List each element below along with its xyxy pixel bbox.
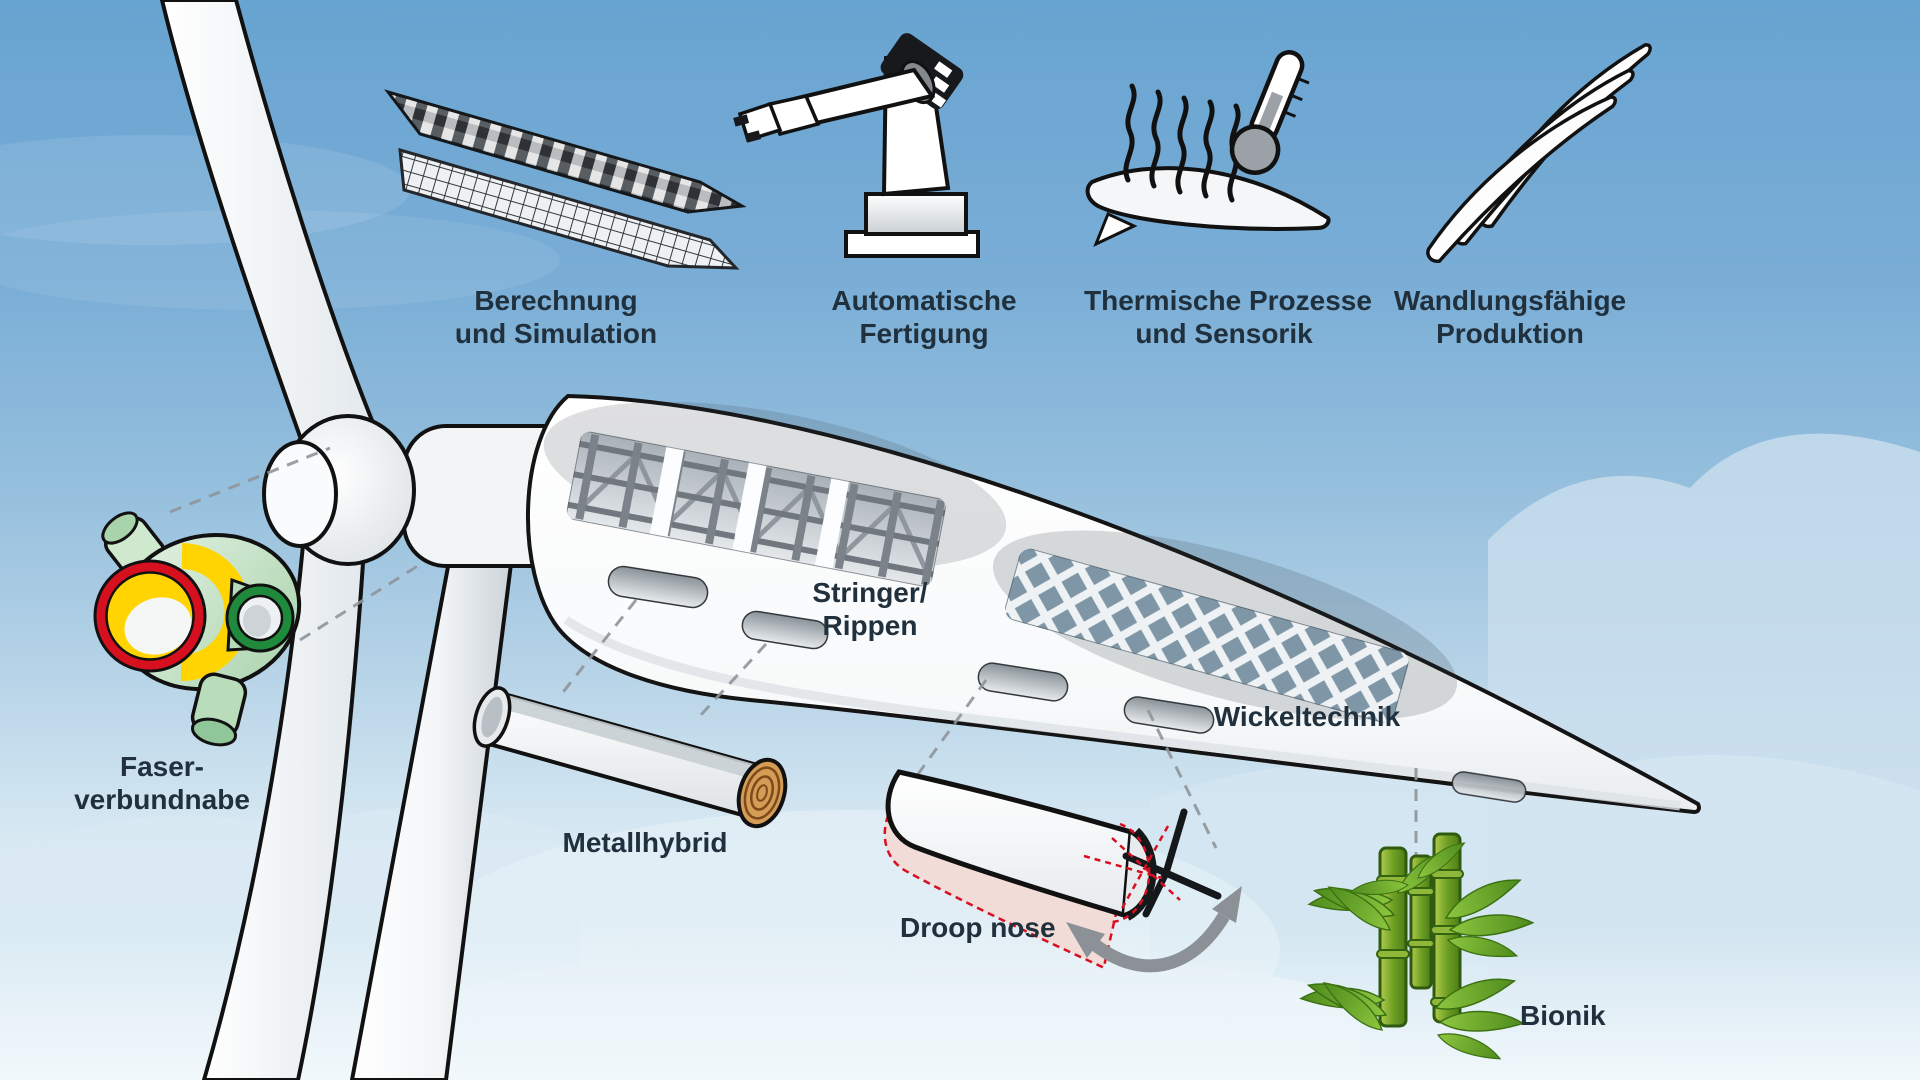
label-droop-nose: Droop nose <box>900 912 1056 943</box>
label-line: Produktion <box>1436 318 1584 349</box>
label-thermische-prozesse: Thermische Prozesse und Sensorik <box>1084 284 1372 350</box>
bamboo-illustration <box>1299 832 1534 1072</box>
label-metallhybrid: Metallhybrid <box>562 827 728 858</box>
rotation-arrow <box>1066 886 1242 973</box>
label-line: Wandlungsfähige <box>1393 285 1627 316</box>
label-line: Faser- <box>119 751 205 782</box>
droop-nose-markings <box>1083 822 1181 924</box>
stringer-ribs-cutout <box>565 430 948 589</box>
label-line: und Simulation <box>454 318 658 349</box>
droop-nose-illustration <box>883 769 1242 973</box>
thermal-sensor-icon <box>1085 50 1331 247</box>
label-berechnung-simulation: Berechnung und Simulation <box>436 284 676 350</box>
label-line: Berechnung <box>474 285 638 316</box>
turbine-blade-down <box>201 508 367 1080</box>
label-line: Thermische Prozesse <box>1084 285 1372 316</box>
label-line: Rippen <box>822 610 918 641</box>
label-line: verbundnabe <box>74 784 250 815</box>
label-line: Fertigung <box>859 318 989 349</box>
label-line: und Sensorik <box>1135 318 1313 349</box>
thermometer <box>1229 50 1310 175</box>
label-faserverbundnabe: Faser- verbundnabe <box>42 750 282 816</box>
label-line: Stringer/ <box>812 577 928 608</box>
droop-nose-shell <box>885 769 1134 919</box>
fiber-composite-hub-illustration <box>93 511 302 747</box>
rotor-blade-large <box>525 393 1701 815</box>
label-wickeltechnik: Wickeltechnik <box>1213 701 1401 732</box>
label-bionik: Bionik <box>1520 1000 1606 1031</box>
label-stringer-rippen: Stringer/ Rippen <box>780 576 960 642</box>
label-line: Automatische <box>831 285 1017 316</box>
blade-notches <box>607 565 1527 803</box>
turbine-blade-up <box>159 0 383 473</box>
metal-hybrid-illustration <box>472 686 788 829</box>
label-automatische-fertigung: Automatische Fertigung <box>804 284 1044 350</box>
label-wandlungsfaehige-produktion: Wandlungsfähige Produktion <box>1370 284 1650 350</box>
stacked-blades-icon <box>1426 43 1652 263</box>
callout-lines <box>169 446 1418 884</box>
robot-arm-icon <box>733 33 980 258</box>
mesh-blade-icon <box>384 89 747 270</box>
turbine-nose-cone <box>262 440 338 548</box>
